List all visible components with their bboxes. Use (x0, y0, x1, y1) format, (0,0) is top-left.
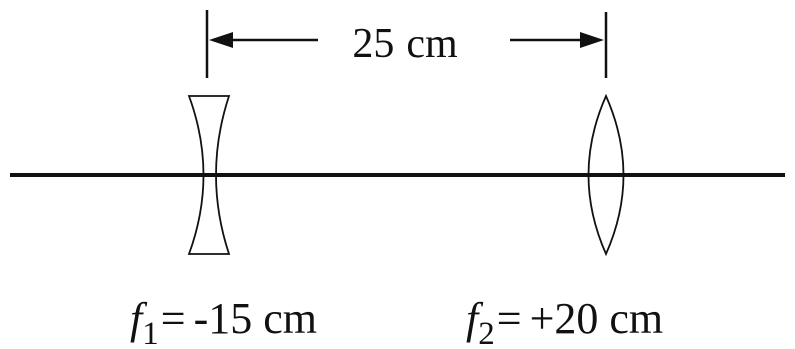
diverging-lens (187, 95, 231, 255)
separation-label: 25 cm (352, 21, 458, 67)
converging-lens (587, 93, 625, 257)
lens2-unit: cm (609, 294, 663, 343)
lens1-subscript: 1 (142, 316, 159, 349)
lens2-equals: = (497, 294, 522, 343)
lens2-value: +20 (530, 294, 599, 343)
separation-value: 25 (352, 21, 394, 67)
lens1-equals: = (161, 294, 186, 343)
dimension-arrow-right-head (580, 32, 604, 48)
lens1-unit: cm (263, 294, 317, 343)
dimension-arrow-left-head (209, 32, 233, 48)
lens2-subscript: 2 (478, 316, 495, 349)
separation-unit: cm (406, 21, 458, 67)
lens1-value: -15 (194, 294, 253, 343)
